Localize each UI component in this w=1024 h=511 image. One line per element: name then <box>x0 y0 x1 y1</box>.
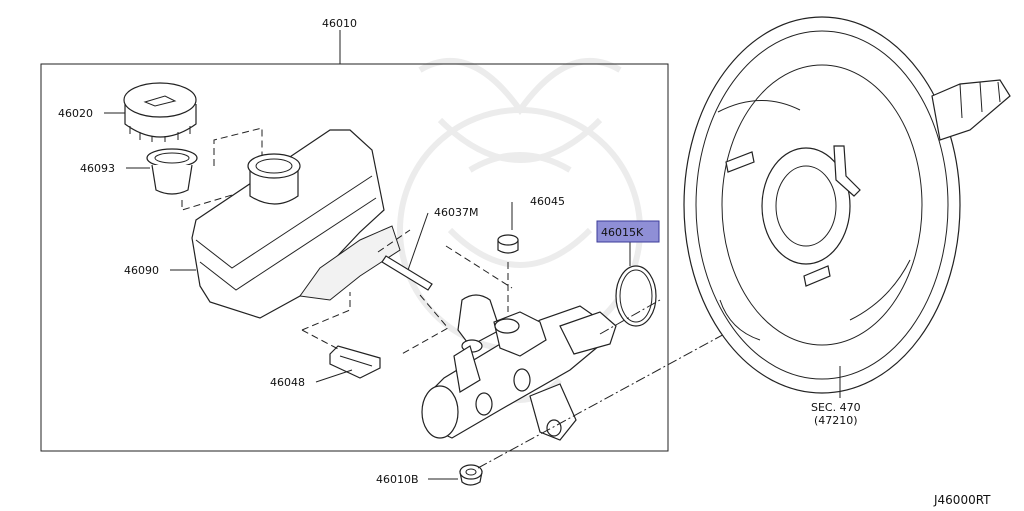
label-diagram-id: J46000RT <box>933 493 991 507</box>
label-strainer: 46093 <box>80 162 115 175</box>
electrical-connector[interactable] <box>329 345 381 379</box>
seal-to-cylinder-chain <box>599 299 661 335</box>
o-ring-seal[interactable] <box>615 265 657 327</box>
pin-dash <box>377 229 449 356</box>
reservoir-cap[interactable] <box>123 82 197 142</box>
strainer[interactable] <box>146 148 198 195</box>
label-cap: 46020 <box>58 107 93 120</box>
reservoir-tank[interactable] <box>191 129 401 319</box>
label-pin: 46037M <box>434 206 478 219</box>
pin-leader <box>407 212 429 271</box>
label-nut: 46010B <box>376 473 419 486</box>
retaining-pin[interactable] <box>381 255 433 291</box>
label-booster-sec: SEC. 470 <box>811 401 861 414</box>
label-seal: 46015K <box>601 226 644 239</box>
connector-dash <box>301 292 351 351</box>
grommet-dash <box>445 245 513 312</box>
label-reservoir: 46090 <box>124 264 159 277</box>
label-assembly: 46010 <box>322 17 357 30</box>
flange-nut[interactable] <box>459 464 483 486</box>
seal-highlight[interactable] <box>596 220 660 243</box>
label-grommet: 46045 <box>530 195 565 208</box>
brake-booster[interactable] <box>683 16 1011 394</box>
assembly-frame <box>40 63 669 452</box>
grommet[interactable] <box>497 234 519 254</box>
label-connector: 46048 <box>270 376 305 389</box>
master-cylinder[interactable] <box>421 294 617 441</box>
label-booster-part: (47210) <box>814 414 858 427</box>
connector-leader <box>315 369 353 383</box>
